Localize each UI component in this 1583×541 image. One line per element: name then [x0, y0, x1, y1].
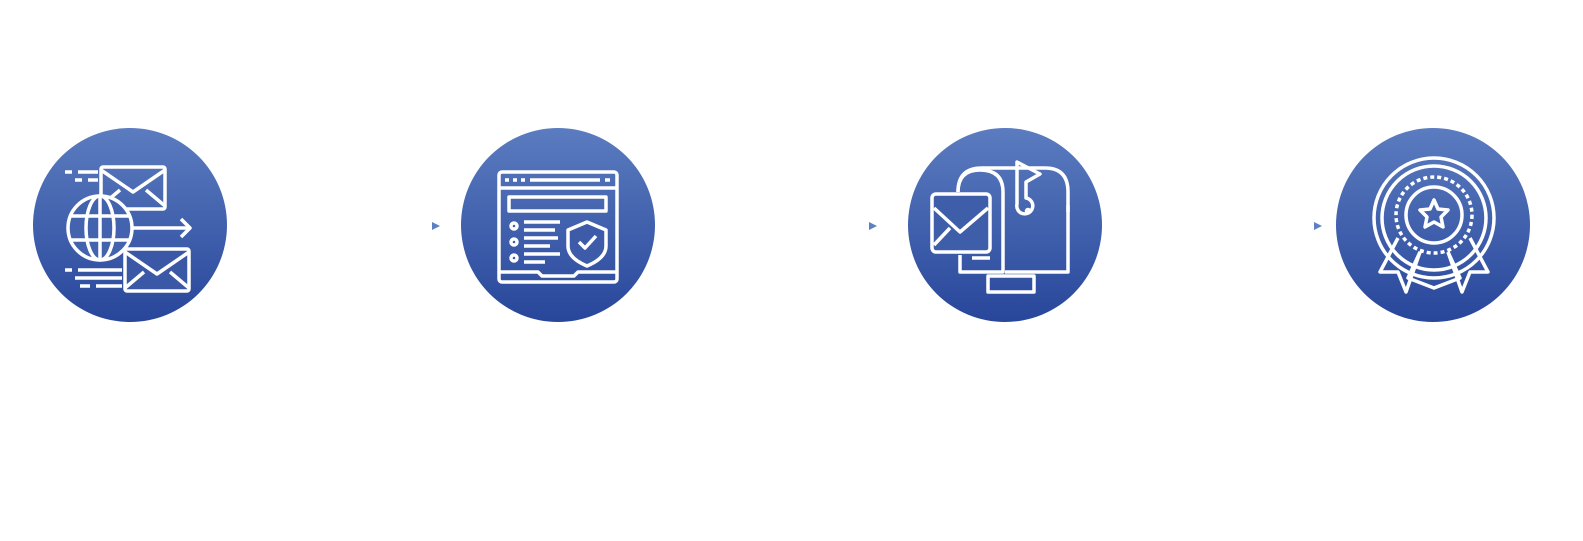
- secure-web-page-icon: [497, 170, 619, 284]
- step-circle: [461, 128, 655, 322]
- step-3-mailbox: [908, 128, 1102, 322]
- step-4-award-badge: [1336, 128, 1530, 322]
- step-1-global-email: [33, 128, 227, 322]
- mailbox-icon: [930, 160, 1070, 294]
- global-email-icon: [65, 165, 192, 293]
- arrow-2-head: [869, 222, 877, 230]
- award-badge-icon: [1372, 156, 1496, 294]
- arrow-1-head: [432, 222, 440, 230]
- step-2-secure-web-page: [461, 128, 655, 322]
- arrow-3-head: [1314, 222, 1322, 230]
